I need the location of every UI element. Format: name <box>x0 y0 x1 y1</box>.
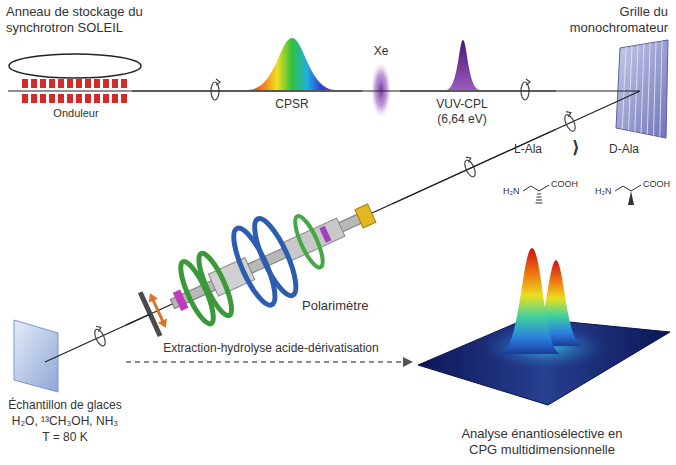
polarization-icon <box>461 155 478 178</box>
component-label: Polarimètre <box>300 298 370 314</box>
beam-connector <box>132 90 362 91</box>
chemical-group: H₂N <box>503 186 520 197</box>
component-label: Grille du monochromateur <box>569 4 668 36</box>
edge-label: CPSR <box>275 97 308 112</box>
edge-label: VUV-CPL (6,64 eV) <box>436 97 489 127</box>
xenon-cell: Xe <box>362 44 400 124</box>
grating-line <box>660 41 662 137</box>
beam-connector <box>400 90 556 91</box>
grating-line <box>654 42 657 136</box>
grating-line <box>641 44 644 133</box>
undulator: Onduleur <box>20 78 132 122</box>
order-symbol: ⟩ <box>572 137 580 158</box>
beam-connector <box>392 129 556 204</box>
bond <box>523 185 549 191</box>
hashed-bond <box>537 197 542 198</box>
ice-sample <box>14 320 58 392</box>
undulator-magnets <box>22 94 130 103</box>
grating-line <box>629 46 633 131</box>
polarization-ring <box>93 328 108 348</box>
grating <box>616 40 668 138</box>
polarimeter: Polarimètre <box>150 165 392 330</box>
edge-label: Extraction-hydrolyse acide-dérivatisatio… <box>161 341 380 356</box>
component-label: Onduleur <box>53 106 98 120</box>
polarization-arrow <box>216 79 220 85</box>
grating-line <box>622 47 626 129</box>
polarization-ring <box>563 113 578 133</box>
ring-title: Anneau de stockage du synchrotron SOLEIL <box>6 4 143 36</box>
cpsr-spectrum <box>248 38 336 90</box>
gc-analysis: Analyse énantiosélective en CPG multidim… <box>412 232 672 462</box>
xenon-gas <box>371 62 391 118</box>
rotation-arrow-head <box>145 291 157 302</box>
undulator-magnets <box>22 79 130 88</box>
sample-label: Échantillon de glaces <box>8 398 121 413</box>
grating-line <box>635 45 638 132</box>
polarization-arrow <box>466 155 472 162</box>
analysis-label: Analyse énantiosélective en CPG multidim… <box>461 426 624 458</box>
chemical-group: COOH <box>551 179 578 190</box>
ice-sample: Échantillon de glacesH₂O, ¹³CH₃OH, NH₃T … <box>4 318 126 447</box>
polarization-icon <box>561 110 578 133</box>
green-ring <box>175 258 220 327</box>
detector <box>355 204 376 228</box>
polarimeter-apparatus <box>130 175 389 353</box>
polarization-arrow <box>526 79 530 85</box>
sample-label: T = 80 K <box>42 430 87 445</box>
enantiomer-name: L-Ala <box>514 142 542 157</box>
green-ring <box>193 250 238 319</box>
bond <box>615 185 641 191</box>
polarizer-plate <box>138 291 162 337</box>
green-ring <box>290 213 328 271</box>
wedge-bond <box>628 191 634 205</box>
rotation-arrow <box>153 299 164 323</box>
polarization-icon <box>91 325 108 348</box>
polarization-arrow <box>96 325 102 332</box>
process-arrow <box>126 361 412 363</box>
enantiomer-name: D-Ala <box>609 142 639 157</box>
polarization-icon <box>211 79 220 100</box>
light-beam <box>8 91 640 362</box>
monochromator-grating: Grille du monochromateur <box>556 4 672 144</box>
chromatogram <box>418 248 670 405</box>
polarization-icon <box>521 79 530 100</box>
grating-line <box>647 43 650 134</box>
hashed-bond <box>536 200 542 201</box>
l-ala-peak <box>500 248 560 354</box>
polarization-arrow <box>566 110 572 117</box>
storage-ring: Anneau de stockage du synchrotron SOLEIL <box>6 4 176 40</box>
hashed-bond <box>536 203 543 204</box>
hashed-bond <box>537 194 541 195</box>
component-label: Xe <box>374 44 389 59</box>
optic-mount <box>319 226 331 243</box>
storage-ring <box>9 54 141 78</box>
alanine-bonds <box>523 185 641 203</box>
housing <box>282 218 345 261</box>
vuv-spectrum <box>446 40 480 90</box>
rotation-arrow-head <box>158 319 170 330</box>
grating-lines <box>622 41 662 137</box>
beam-connector <box>126 314 150 325</box>
chemical-group: COOH <box>643 179 670 190</box>
sample-label: H₂O, ¹³CH₃OH, NH₃ <box>12 414 118 429</box>
chemical-group: H₂N <box>595 186 612 197</box>
